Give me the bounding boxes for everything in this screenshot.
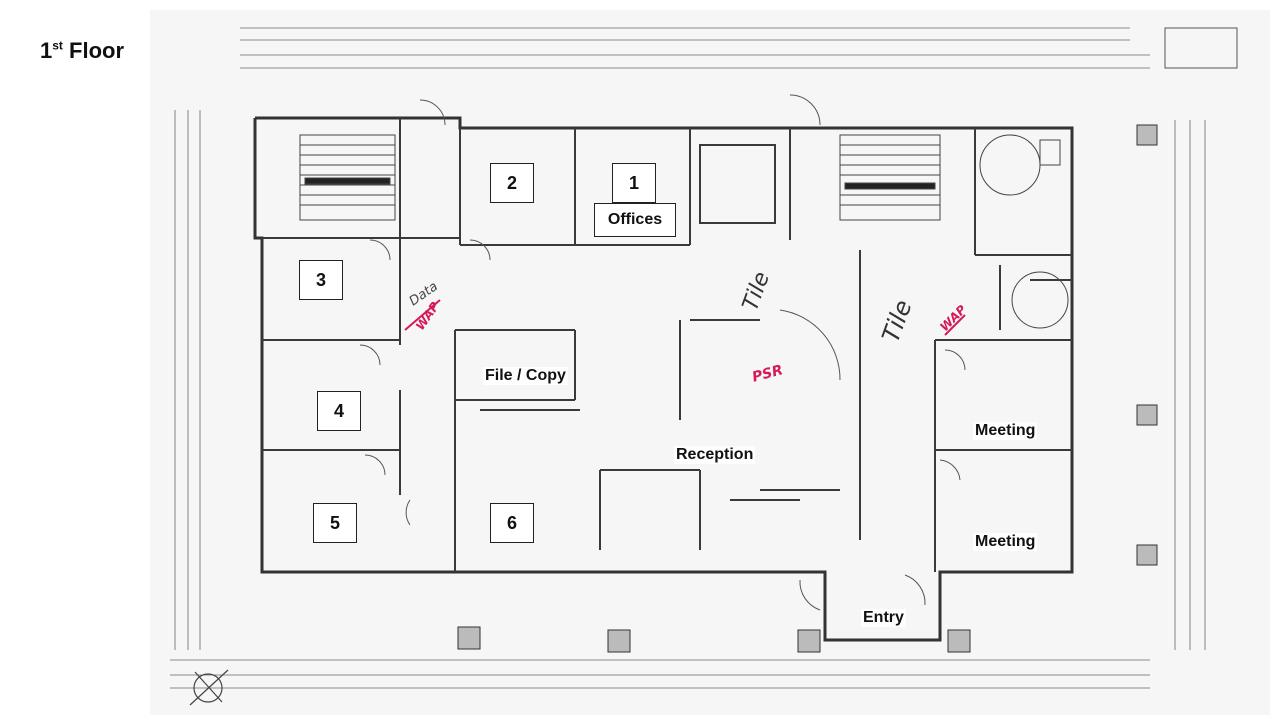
room-label-offices: Offices bbox=[594, 203, 676, 237]
red-markup bbox=[404, 299, 966, 336]
room-number-box-3: 3 bbox=[299, 260, 343, 300]
restroom-fixtures bbox=[979, 134, 1069, 329]
dimension-lines bbox=[170, 27, 1206, 689]
room-number-box-6: 6 bbox=[490, 503, 534, 543]
room-label-meeting-2: Meeting bbox=[973, 533, 1038, 551]
room-label-meeting-1: Meeting bbox=[973, 422, 1038, 440]
room-number-box-5: 5 bbox=[313, 503, 357, 543]
room-number-box-4: 4 bbox=[317, 391, 361, 431]
room-number-box-1: 1 bbox=[612, 163, 656, 203]
markup-psr: PSR bbox=[750, 362, 784, 386]
north-arrow-icon bbox=[189, 669, 229, 706]
interior-walls bbox=[262, 118, 1072, 572]
stair-right bbox=[839, 134, 941, 221]
room-number-box-2: 2 bbox=[490, 163, 534, 203]
room-label-reception: Reception bbox=[674, 446, 756, 464]
paper-background bbox=[150, 10, 1270, 715]
room-label-entry: Entry bbox=[861, 609, 906, 627]
stair-left bbox=[299, 134, 396, 221]
page-title: 1st Floor bbox=[40, 38, 125, 63]
door-swings bbox=[359, 94, 966, 611]
schedule-notes-box bbox=[1164, 27, 1238, 69]
room-label-file-copy: File / Copy bbox=[483, 367, 568, 385]
column-pads bbox=[457, 124, 1158, 653]
